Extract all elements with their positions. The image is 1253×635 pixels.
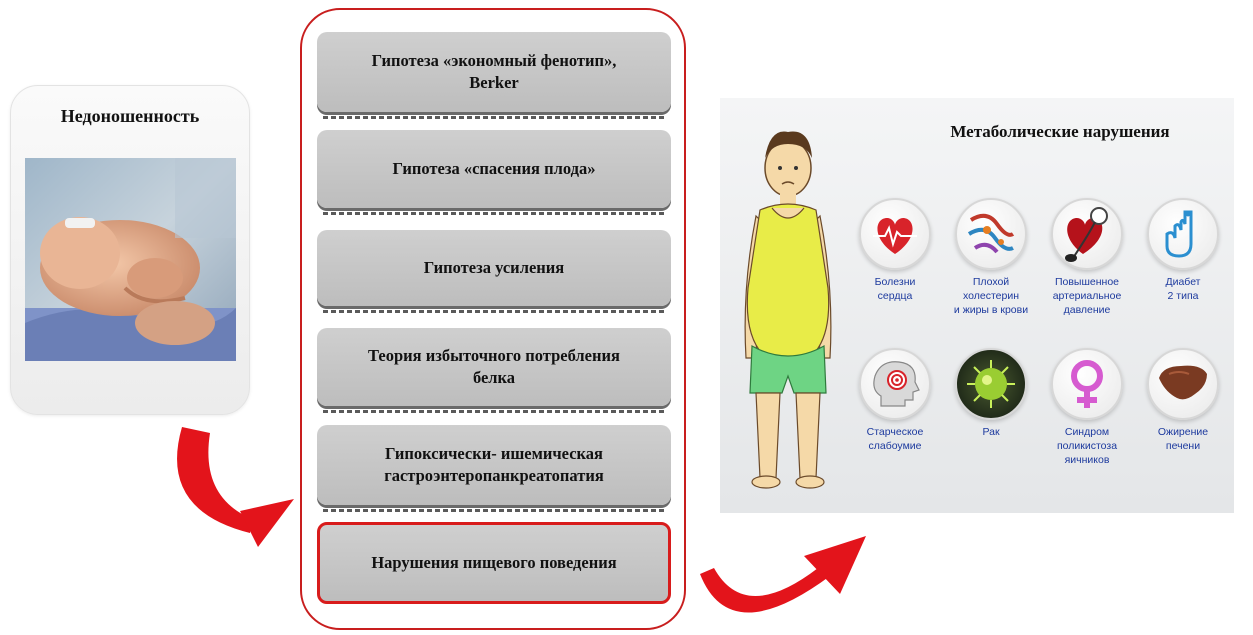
condition-high-blood-pressure: Повышенное артериальное давление <box>1037 198 1137 318</box>
curved-arrow-left <box>160 415 310 550</box>
hypothesis-fetal-salvage: Гипотеза «спасения плода» <box>317 130 671 208</box>
cholesterol-icon <box>955 198 1027 270</box>
metabolic-disorders-title: Метаболические нарушения <box>900 122 1220 142</box>
hypotheses-container: Гипотеза «экономный фенотип», Berker Гип… <box>300 8 686 630</box>
eating-behavior-disorders: Нарушения пищевого поведения <box>317 522 671 604</box>
prematurity-title: Недоношенность <box>11 106 249 127</box>
condition-bad-cholesterol: Плохой холестерин и жиры в крови <box>941 198 1041 318</box>
obese-man-illustration <box>730 118 845 503</box>
liver-icon <box>1147 348 1219 420</box>
heart-icon <box>859 198 931 270</box>
curved-arrow-right <box>690 528 875 635</box>
condition-type2-diabetes: Диабет 2 типа <box>1133 198 1233 303</box>
hypothesis-amplification: Гипотеза усиления <box>317 230 671 306</box>
condition-cancer: Рак <box>941 348 1041 439</box>
blood-pressure-icon <box>1051 198 1123 270</box>
condition-pcos: Синдром поликистоза яичников <box>1037 348 1137 468</box>
theory-excess-protein: Теория избыточного потребления белка <box>317 328 671 406</box>
brain-icon <box>859 348 931 420</box>
prematurity-card: Недоношенность <box>10 85 250 415</box>
diabetes-icon <box>1147 198 1219 270</box>
premature-baby-image <box>25 158 236 361</box>
condition-heart-disease: Болезни сердца <box>845 198 945 303</box>
hypothesis-thrifty-phenotype: Гипотеза «экономный фенотип», Berker <box>317 32 671 112</box>
condition-dementia: Старческое слабоумие <box>845 348 945 453</box>
hypoxic-ischemic-gastroenteropancreatopathy: Гипоксически- ишемическая гастроэнтеропа… <box>317 425 671 505</box>
metabolic-disorders-panel: Метаболические нарушения Болезни сердца <box>720 98 1234 513</box>
female-symbol-icon <box>1051 348 1123 420</box>
cancer-cell-icon <box>955 348 1027 420</box>
condition-fatty-liver: Ожирение печени <box>1133 348 1233 453</box>
